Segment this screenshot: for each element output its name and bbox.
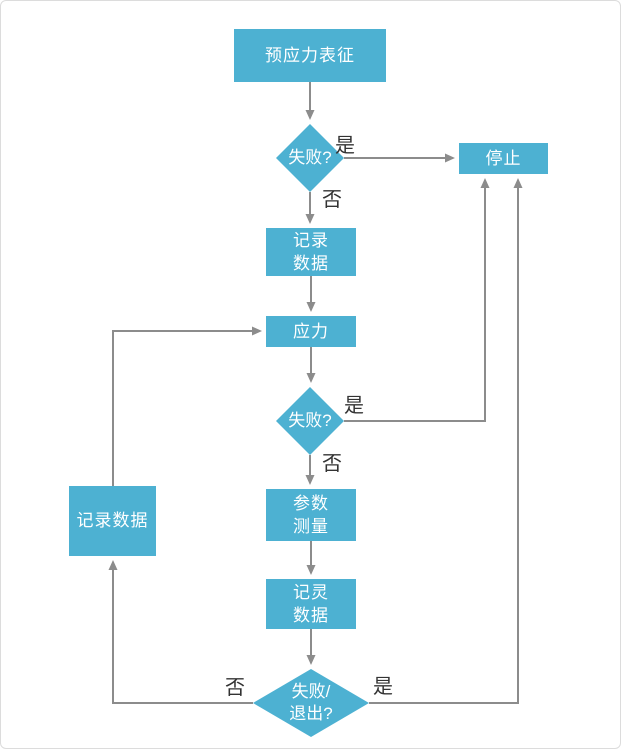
node-label-line: 测量 [293,517,329,536]
node-parameter-measurement: 参数 测量 [266,489,356,541]
node-label: 失败? [288,147,332,167]
node-record-data-left: 记录数据 [69,486,156,556]
node-stress: 应力 [266,316,356,347]
node-record-data-mid: 记灵 数据 [266,579,356,629]
node-label: 记录数据 [76,511,149,531]
node-label: 停止 [485,148,522,168]
node-label: 应力 [293,321,329,341]
edge-recordleft-to-stress [112,326,262,486]
edge-label-yes-1: 是 [335,135,355,157]
node-label: 预应力表征 [265,45,355,65]
edge-label-yes-3: 是 [373,676,393,698]
node-stop: 停止 [459,143,548,174]
node-label-line: 退出? [289,704,333,723]
edge-label-no-2: 否 [322,453,342,475]
node-record-data-top: 记录 数据 [266,228,356,276]
node-label-line: 记灵 [293,582,329,602]
edge-label-yes-2: 是 [344,395,364,417]
edge-decision2-yes-to-stop [344,178,490,422]
edge-label-no-3: 否 [225,677,245,699]
node-label-line: 失败/ [291,681,331,701]
node-label-line: 记录 [293,230,329,250]
node-prestress-characterization: 预应力表征 [234,29,386,82]
node-label-line: 参数 [293,493,329,513]
node-label-line: 数据 [293,254,329,273]
edge-decision3-no-to-recordleft [108,560,253,704]
edge-label-no-1: 否 [322,189,342,211]
node-label-line: 数据 [293,606,329,625]
edge-decision3-yes-to-stop [369,178,523,704]
node-label: 失败? [288,410,332,430]
